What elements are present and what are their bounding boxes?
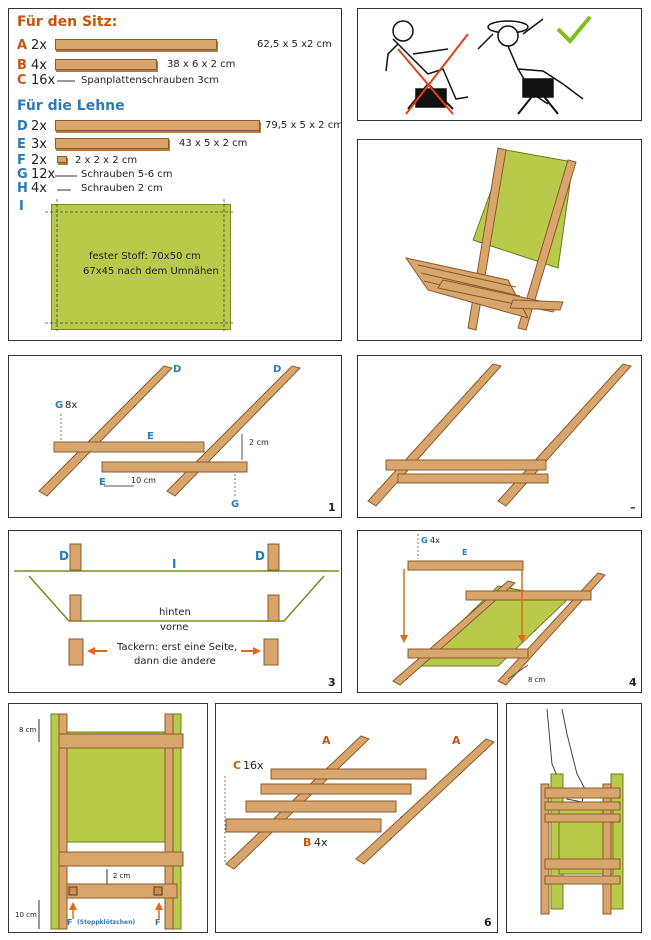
step5-panel: 8 cm 2 cm 10 cm F (Stoppklötzchen) F xyxy=(8,703,208,933)
step3-d-left: D xyxy=(59,549,69,563)
step4-e-label: E xyxy=(462,548,468,557)
step6-b-qty: 4x xyxy=(314,836,328,849)
part-b-desc: 38 x 6 x 2 cm xyxy=(167,59,236,70)
step5-dim-10cm: 10 cm xyxy=(15,911,37,919)
part-f-qty: 2x xyxy=(31,153,47,168)
step2-number: – xyxy=(630,501,636,514)
part-d-letter: D xyxy=(17,119,28,134)
step1-illustration xyxy=(38,365,301,497)
sitting-illustration xyxy=(385,15,592,115)
folded-chair-illustration xyxy=(540,708,624,915)
part-e-letter: E xyxy=(17,137,26,152)
step3-d-right: D xyxy=(255,549,265,563)
step6-b-label: B xyxy=(303,836,312,849)
step2-panel: – xyxy=(357,355,642,518)
step4-dim-8cm: 8 cm xyxy=(528,676,546,684)
step3-number: 3 xyxy=(328,676,336,689)
step1-d-right: D xyxy=(273,364,282,375)
screw-g-icon xyxy=(55,175,77,177)
step6-number: 6 xyxy=(484,916,492,929)
part-g-desc: Schrauben 5-6 cm xyxy=(81,169,173,180)
step5-dim-2cm: 2 cm xyxy=(113,872,131,880)
part-b-board xyxy=(55,59,157,70)
step3-i-label: I xyxy=(172,557,177,571)
step1-g-qty: 8x xyxy=(65,400,78,411)
step4-g-label: G xyxy=(421,536,428,545)
fabric-size-line1: fester Stoff: 70x50 cm xyxy=(89,251,201,262)
part-h-desc: Schrauben 2 cm xyxy=(81,183,163,194)
part-d-desc: 79,5 x 5 x 2 cm xyxy=(265,120,342,131)
finished-chair-illustration xyxy=(404,147,577,331)
step6-c-label: C xyxy=(233,759,242,772)
step6-illustration xyxy=(224,735,495,870)
step5-f-right: F xyxy=(155,918,161,927)
checkmark-icon xyxy=(556,15,592,44)
sitting-comparison-panel xyxy=(357,8,642,121)
person-correct-figure xyxy=(477,18,584,115)
fabric-size-line2: 67x45 nach dem Umnähen xyxy=(83,266,219,277)
part-g-letter: G xyxy=(17,167,28,182)
step3-tack-line1: Tackern: erst eine Seite, xyxy=(117,642,238,653)
step3-hinten: hinten xyxy=(159,607,191,618)
part-e-qty: 3x xyxy=(31,137,47,152)
part-f-block xyxy=(57,156,67,163)
step5-illustration xyxy=(38,713,184,930)
step4-illustration xyxy=(392,534,606,686)
step4-g-qty: 4x xyxy=(430,536,440,545)
step3-illustration xyxy=(14,543,339,666)
part-b-qty: 4x xyxy=(31,58,47,73)
part-c-desc: Spanplattenschrauben 3cm xyxy=(81,75,219,86)
step6-a-right: A xyxy=(452,734,461,747)
part-a-letter: A xyxy=(17,38,28,53)
part-d-qty: 2x xyxy=(31,119,47,134)
wrong-cross-icon xyxy=(397,33,469,115)
step6-c-qty: 16x xyxy=(243,759,264,772)
fabric-dash-lines xyxy=(45,199,235,331)
step2-illustration xyxy=(367,363,632,507)
step1-panel: D D G 8x E E 2 cm 10 cm G 1 xyxy=(8,355,342,518)
fabric-sheet xyxy=(51,204,231,330)
part-h-qty: 4x xyxy=(31,181,47,196)
screw-c-icon xyxy=(57,80,75,82)
parts-list-panel: Für den Sitz: A 2x 62,5 x 5 x2 cm B 4x 3… xyxy=(8,8,342,341)
part-d-board xyxy=(55,120,260,131)
part-b-letter: B xyxy=(17,58,27,73)
step1-e-top: E xyxy=(147,431,154,442)
part-f-letter: F xyxy=(17,153,26,168)
step4-number: 4 xyxy=(629,676,637,689)
step3-tack-line2: dann die andere xyxy=(134,656,216,667)
step5-dim-8cm: 8 cm xyxy=(19,726,37,734)
part-e-board xyxy=(55,138,169,149)
step4-panel: G 4x E 8 cm 4 xyxy=(357,530,642,693)
seat-heading: Für den Sitz: xyxy=(17,14,118,30)
part-f-desc: 2 x 2 x 2 cm xyxy=(75,155,138,166)
step1-number: 1 xyxy=(328,501,336,514)
fabric-letter: I xyxy=(19,199,24,214)
step3-vorne: vorne xyxy=(160,622,189,633)
step1-dim-2cm: 2 cm xyxy=(249,438,269,447)
step1-g-bottom: G xyxy=(231,499,240,510)
back-heading: Für die Lehne xyxy=(17,98,125,114)
part-a-desc: 62,5 x 5 x2 cm xyxy=(257,39,332,50)
part-h-letter: H xyxy=(17,181,28,196)
part-e-desc: 43 x 5 x 2 cm xyxy=(179,138,248,149)
step3-panel: D D I hinten vorne Tackern: erst eine Se… xyxy=(8,530,342,693)
step5-f-left: F xyxy=(67,918,73,927)
part-g-qty: 12x xyxy=(31,167,56,182)
person-wrong-figure xyxy=(385,20,469,110)
step6-a-left: A xyxy=(322,734,331,747)
step5-f-note: (Stoppklötzchen) xyxy=(77,919,136,926)
step6-panel: C 16x A A B 4x 6 xyxy=(215,703,498,933)
part-a-qty: 2x xyxy=(31,38,47,53)
step1-g-label: G xyxy=(55,400,64,411)
part-a-board xyxy=(55,39,217,50)
finished-chair-panel xyxy=(357,139,642,341)
folded-chair-panel xyxy=(506,703,642,933)
screw-h-icon xyxy=(57,189,71,191)
step1-d-left: D xyxy=(173,364,182,375)
step1-dim-10cm: 10 cm xyxy=(131,476,156,485)
part-c-letter: C xyxy=(17,73,27,88)
part-c-qty: 16x xyxy=(31,73,56,88)
step1-e-bottom: E xyxy=(99,477,106,488)
